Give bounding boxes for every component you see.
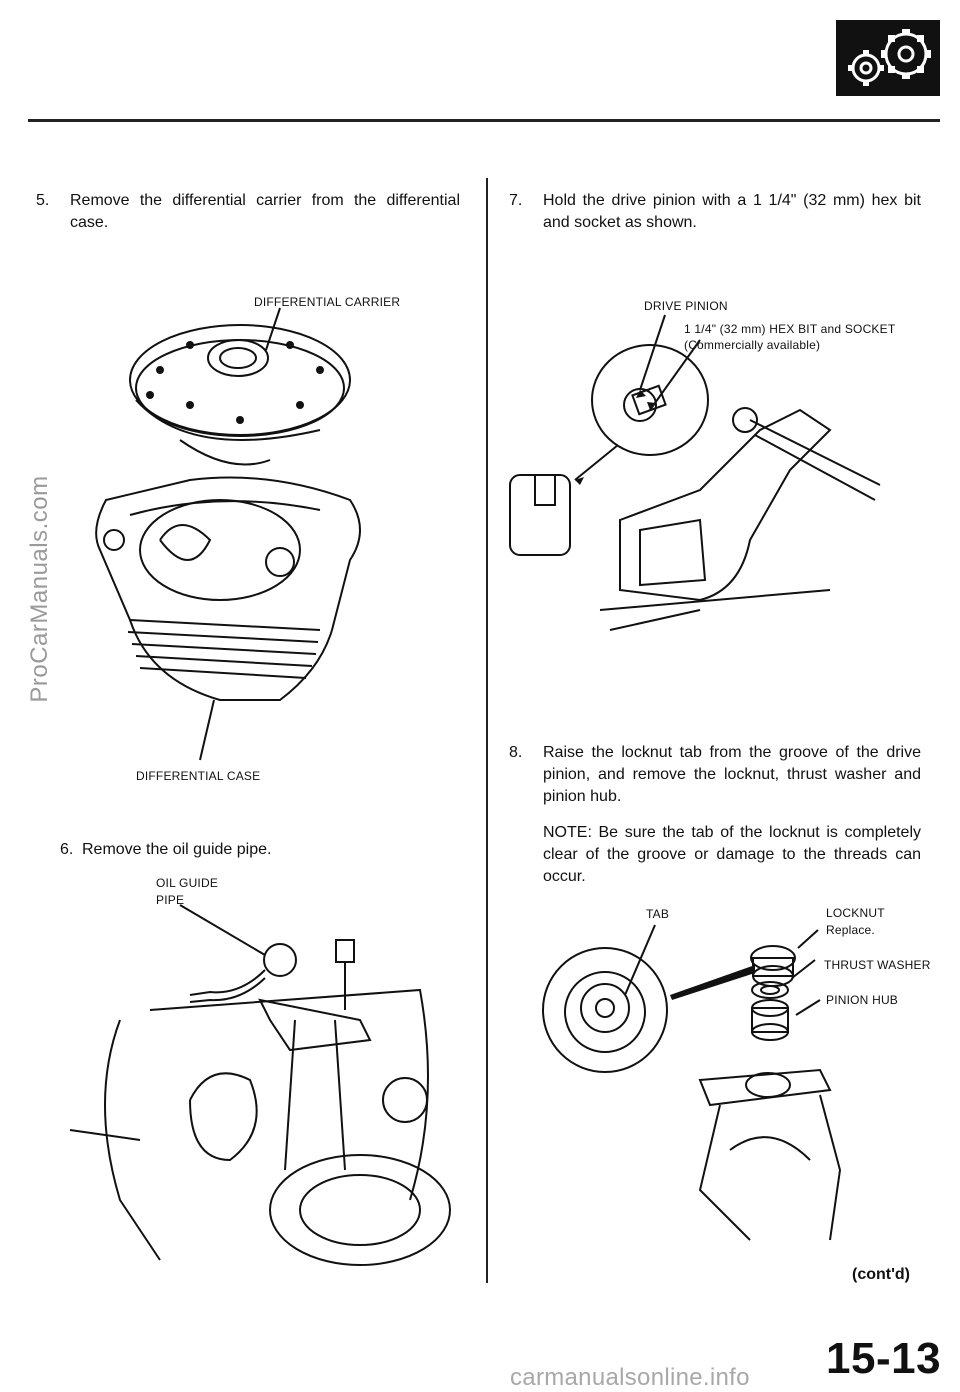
step-8: 8. Raise the locknut tab from the groove…	[509, 742, 921, 812]
step-5-text: Remove the differential carrier from the…	[70, 192, 460, 231]
watermark: ProCarManuals.com	[26, 475, 53, 703]
step-5: 5. Remove the differential carrier from …	[36, 190, 460, 236]
hex-bit-socket-diagram	[509, 314, 881, 631]
step-5-number: 5.	[36, 192, 50, 209]
label-commercially-available: (Commercially available)	[684, 338, 821, 352]
step-8-number: 8.	[509, 744, 523, 761]
label-differential-carrier: DIFFERENTIAL CARRIER	[254, 295, 401, 309]
transmission-gears-icon	[836, 20, 940, 96]
step-7-text: Hold the drive pinion with a 1 1/4" (32 …	[543, 192, 921, 231]
note-text: NOTE: Be sure the tab of the locknut is …	[543, 824, 921, 885]
oil-guide-pipe-diagram	[69, 904, 451, 1266]
label-hex-bit-socket: 1 1/4" (32 mm) HEX BIT and SOCKET	[684, 322, 896, 336]
differential-carrier-diagram	[95, 307, 361, 761]
page-number: 15-13	[826, 1334, 942, 1383]
label-drive-pinion: DRIVE PINION	[644, 299, 728, 313]
label-replace: Replace.	[826, 923, 875, 937]
footer-site: carmanualsonline.info	[510, 1364, 750, 1391]
step-6-number: 6.	[60, 841, 74, 858]
label-oil-guide: OIL GUIDE	[156, 876, 219, 890]
label-pinion-hub: PINION HUB	[826, 993, 899, 1007]
label-tab: TAB	[646, 907, 670, 921]
label-pipe: PIPE	[156, 893, 185, 907]
step-6: 6. Remove the oil guide pipe.	[60, 839, 360, 861]
step-7: 7. Hold the drive pinion with a 1 1/4" (…	[509, 190, 921, 236]
step-6-text: Remove the oil guide pipe.	[82, 841, 272, 858]
label-differential-case: DIFFERENTIAL CASE	[136, 769, 261, 783]
step-8-text: Raise the locknut tab from the groove of…	[543, 744, 921, 805]
locknut-removal-diagram	[542, 924, 842, 1241]
column-divider	[486, 178, 488, 1283]
header-rule	[28, 119, 940, 122]
continued-label: (cont'd)	[852, 1266, 911, 1283]
label-locknut: LOCKNUT	[826, 906, 885, 920]
step-7-number: 7.	[509, 192, 523, 209]
note: NOTE: Be sure the tab of the locknut is …	[543, 822, 921, 892]
label-thrust-washer: THRUST WASHER	[824, 958, 931, 972]
